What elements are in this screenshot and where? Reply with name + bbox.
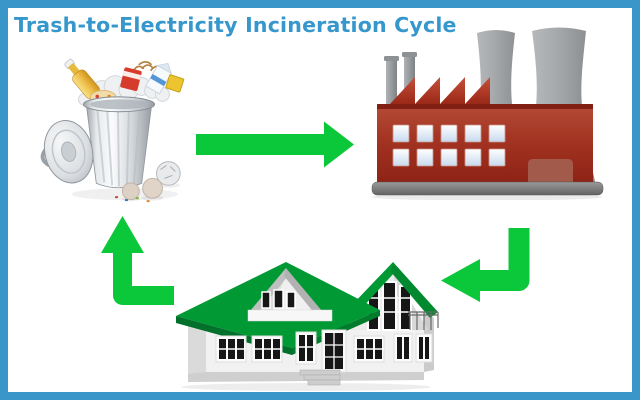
house-icon <box>176 262 439 391</box>
arrow-elbow-down-left-icon <box>441 228 530 302</box>
factory-icon <box>371 27 604 200</box>
trash-node <box>40 54 198 206</box>
arrow-right-icon <box>196 121 354 168</box>
house-node <box>172 250 444 392</box>
balcony-railing <box>408 311 439 330</box>
diagram-title: Trash-to-Electricity Incineration Cycle <box>14 13 457 37</box>
arrow-elbow-left-up-icon <box>101 216 174 305</box>
house-steps <box>299 369 341 386</box>
trash-can-icon <box>40 58 185 203</box>
factory-door <box>528 159 573 186</box>
incineration-plant-node <box>365 20 610 200</box>
